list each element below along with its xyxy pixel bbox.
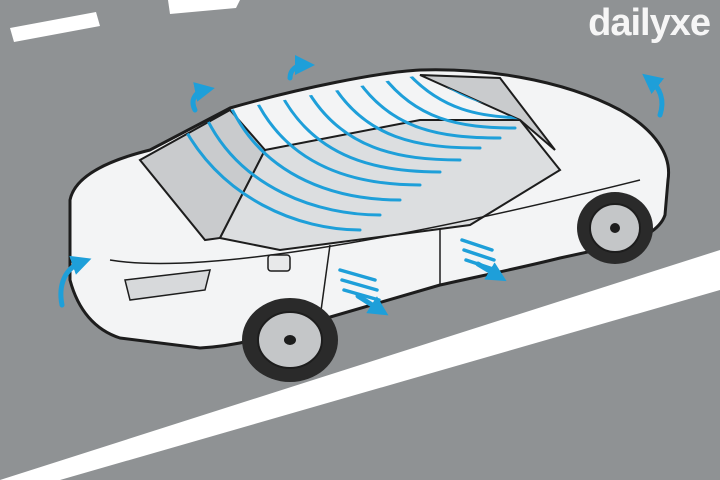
rear-wheel [242, 298, 338, 382]
door-line-rear [319, 244, 331, 319]
road-lane-marking [10, 12, 100, 42]
road-lane-marking-2 [168, 0, 240, 14]
down-arrow-icon [338, 238, 507, 316]
fuel-cap [267, 254, 291, 272]
front-windshield [419, 74, 556, 151]
tail-light [124, 269, 211, 301]
curved-arrow-icon [58, 55, 665, 308]
watermark-logo: dailyxe [588, 2, 711, 44]
body-crease [109, 179, 641, 265]
road-edge-line [0, 250, 720, 480]
front-wheel [577, 192, 653, 264]
